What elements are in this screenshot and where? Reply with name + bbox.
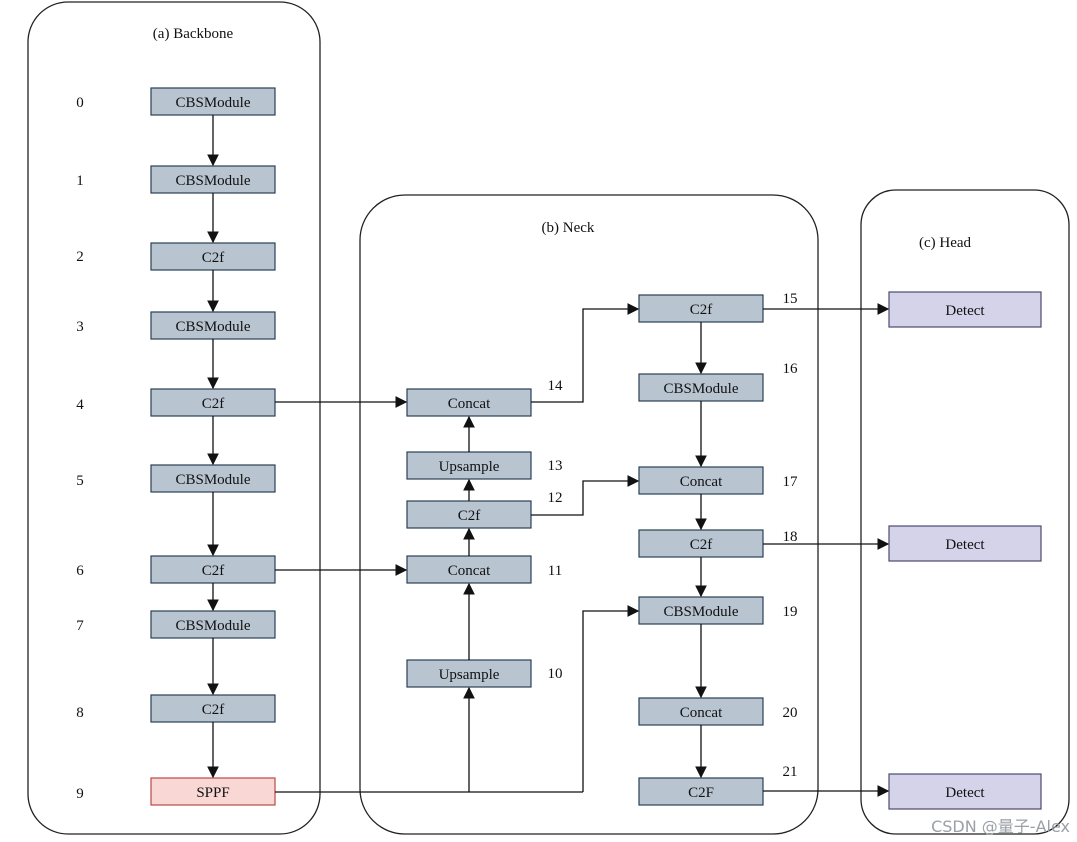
module-label: Upsample xyxy=(439,459,500,475)
module-box xyxy=(638,294,764,323)
layer-index: 4 xyxy=(76,397,84,413)
module-label: CBSModule xyxy=(663,604,738,620)
neck-layer-13: Upsample 13 xyxy=(406,451,563,480)
backbone-layer-1: 1 CBSModule xyxy=(76,165,276,194)
backbone-layer-3: 3 CBSModule xyxy=(76,311,276,340)
layer-index: 20 xyxy=(783,705,798,721)
module-box xyxy=(406,388,532,417)
module-label: CBSModule xyxy=(175,319,250,335)
module-label: C2f xyxy=(690,537,713,553)
layer-index: 19 xyxy=(783,604,798,620)
module-box xyxy=(150,694,276,723)
module-label: C2f xyxy=(202,250,225,266)
module-box xyxy=(406,659,532,688)
layer-index: 2 xyxy=(76,249,84,265)
neck-layer-17: Concat 17 xyxy=(638,466,799,495)
neck-layer-20: Concat 20 xyxy=(638,697,798,726)
module-box xyxy=(150,311,276,340)
module-label: Concat xyxy=(448,563,491,579)
module-label: Concat xyxy=(680,705,723,721)
module-label: Upsample xyxy=(439,667,500,683)
layer-index: 11 xyxy=(548,563,562,579)
detect-box xyxy=(888,291,1042,328)
watermark: CSDN @量子-Alex xyxy=(931,817,1070,836)
layer-index: 6 xyxy=(76,563,84,579)
layer-index: 10 xyxy=(548,666,563,682)
module-box xyxy=(638,466,764,495)
head-panel xyxy=(860,189,1070,835)
detect-label: Detect xyxy=(945,537,985,553)
head-detect-1: Detect xyxy=(888,291,1042,328)
neck-layer-15: C2f 15 xyxy=(638,291,798,323)
head-detect-3: Detect xyxy=(888,773,1042,810)
neck-layer-16: CBSModule 16 xyxy=(638,361,799,402)
detect-label: Detect xyxy=(945,785,985,801)
module-box xyxy=(150,388,276,417)
layer-index: 5 xyxy=(76,473,84,489)
module-label: CBSModule xyxy=(175,472,250,488)
layer-index: 12 xyxy=(548,490,563,506)
module-box xyxy=(638,777,764,806)
module-box xyxy=(406,451,532,480)
layer-index: 9 xyxy=(76,786,84,802)
module-label: C2f xyxy=(202,396,225,412)
module-box xyxy=(150,87,276,116)
sppf-box xyxy=(150,777,276,806)
layer-index: 16 xyxy=(783,361,799,377)
layer-index: 7 xyxy=(76,618,84,634)
layer-index: 14 xyxy=(548,378,564,394)
neck-layer-19: CBSModule 19 xyxy=(638,596,798,625)
backbone-layer-4: 4 C2f xyxy=(76,388,276,417)
module-label: C2f xyxy=(690,302,713,318)
module-label: C2f xyxy=(458,508,481,524)
module-label: C2f xyxy=(202,702,225,718)
layer-index: 1 xyxy=(76,173,84,189)
layer-index: 13 xyxy=(548,458,563,474)
module-label: CBSModule xyxy=(663,381,738,397)
module-label: C2f xyxy=(202,563,225,579)
backbone-title: (a) Backbone xyxy=(153,26,234,42)
edge-9-19 xyxy=(582,605,640,792)
layer-index: 17 xyxy=(783,474,799,490)
edge-12-17 xyxy=(531,475,640,516)
module-box xyxy=(150,610,276,639)
module-label: CBSModule xyxy=(175,173,250,189)
edge-14-15 xyxy=(531,303,640,403)
detect-label: Detect xyxy=(945,303,985,319)
neck-layer-10: Upsample 10 xyxy=(406,659,563,688)
module-label: CBSModule xyxy=(175,618,250,634)
head-title: (c) Head xyxy=(919,235,972,251)
backbone-layer-6: 6 C2f xyxy=(76,555,276,584)
neck-title: (b) Neck xyxy=(542,220,595,236)
module-box xyxy=(150,464,276,493)
backbone-layer-9: 9 SPPF xyxy=(76,777,276,806)
layer-index: 18 xyxy=(783,529,798,545)
module-label: Concat xyxy=(680,474,723,490)
module-label: C2F xyxy=(688,785,714,801)
layer-index: 8 xyxy=(76,705,84,721)
layer-index: 0 xyxy=(76,95,84,111)
module-label: Concat xyxy=(448,396,491,412)
layer-index: 15 xyxy=(783,291,798,307)
head-detect-2: Detect xyxy=(888,525,1042,562)
module-label: CBSModule xyxy=(175,95,250,111)
neck-layer-12: C2f 12 xyxy=(406,490,563,529)
layer-index: 21 xyxy=(783,764,798,780)
neck-layer-14: Concat 14 xyxy=(406,378,564,417)
module-box xyxy=(638,373,764,402)
backbone-layer-8: 8 C2f xyxy=(76,694,276,723)
layer-index: 3 xyxy=(76,319,84,335)
backbone-layer-7: 7 CBSModule xyxy=(76,610,276,639)
backbone-layer-0: 0 CBSModule xyxy=(76,87,276,116)
module-box xyxy=(638,697,764,726)
module-box xyxy=(150,555,276,584)
module-label: SPPF xyxy=(196,785,229,801)
neck-layer-21: C2F 21 xyxy=(638,764,798,806)
backbone-layer-5: 5 CBSModule xyxy=(76,464,276,493)
module-box xyxy=(406,500,532,529)
